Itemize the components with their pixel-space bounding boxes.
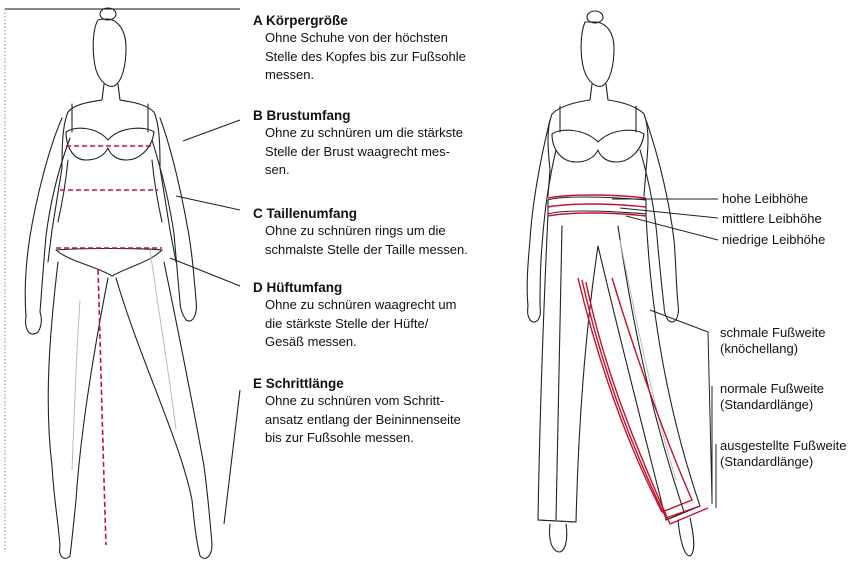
rise-label-high: hohe Leibhöhe	[722, 191, 808, 207]
measure-desc-line: Ohne zu schnüren waagrecht um	[265, 296, 503, 315]
leader-waist	[176, 196, 240, 210]
hem-label-line: (Standardlänge)	[720, 397, 824, 413]
measure-block-waist: C Taillenumfang Ohne zu schnüren rings u…	[253, 205, 503, 259]
hem-label-line: (knöchellang)	[720, 341, 825, 357]
measure-desc-line: Ohne zu schnüren rings um die	[265, 222, 503, 241]
measure-desc-line: messen.	[265, 66, 503, 85]
right-leader-lines	[612, 199, 718, 508]
leader-hip	[170, 258, 240, 286]
hem-label-narrow: schmale Fußweite (knöchellang)	[720, 325, 825, 357]
measure-title: D Hüftumfang	[253, 279, 503, 296]
measure-title: E Schrittlänge	[253, 375, 503, 392]
measure-title: B Brustumfang	[253, 107, 503, 124]
measure-desc-line: Ohne Schuhe von der höchsten	[265, 29, 503, 48]
left-figure-shading	[72, 250, 176, 470]
hem-label-normal: normale Fußweite (Standardlänge)	[720, 381, 824, 413]
hem-flared-line	[586, 282, 708, 524]
leader-lines	[170, 120, 240, 524]
measure-title: A Körpergröße	[253, 12, 503, 29]
measure-desc-line: Ohne zu schnüren um die stärkste	[265, 124, 503, 143]
measure-block-height: A Körpergröße Ohne Schuhe von der höchst…	[253, 12, 503, 85]
measure-desc-line: Stelle der Brust waagrecht mes-	[265, 143, 503, 162]
hem-label-line: normale Fußweite	[720, 381, 824, 397]
hem-label-line: (Standardlänge)	[720, 454, 846, 470]
measure-block-hip: D Hüftumfang Ohne zu schnüren waagrecht …	[253, 279, 503, 352]
leader-inseam	[224, 390, 240, 524]
rise-label-mid: mittlere Leibhöhe	[722, 211, 822, 227]
hem-label-line: schmale Fußweite	[720, 325, 825, 341]
measure-block-inseam: E Schrittlänge Ohne zu schnüren vom Schr…	[253, 375, 503, 448]
measure-desc-line: die stärkste Stelle der Hüfte/	[265, 315, 503, 334]
measure-desc-line: Gesäß messen.	[265, 333, 503, 352]
measure-desc-line: Stelle des Kopfes bis zur Fußsohle	[265, 48, 503, 67]
hem-label-flared: ausgestellte Fußweite (Standardlänge)	[720, 438, 846, 470]
rise-low-line	[548, 213, 646, 216]
right-figure-shading	[620, 240, 676, 480]
measure-desc-line: sen.	[265, 161, 503, 180]
hem-width-lines	[578, 278, 708, 524]
measure-desc-line: ansatz entlang der Beininnenseite	[265, 411, 503, 430]
measure-title: C Taillenumfang	[253, 205, 503, 222]
measure-desc-line: schmalste Stelle der Taille messen.	[265, 241, 503, 260]
leader-bust	[183, 120, 240, 141]
hem-normal-line	[582, 280, 700, 518]
rise-mid-line	[548, 204, 646, 207]
left-figure	[25, 8, 212, 558]
hem-label-line: ausgestellte Fußweite	[720, 438, 846, 454]
measure-desc-line: Ohne zu schnüren vom Schritt-	[265, 392, 503, 411]
measure-desc-line: bis zur Fußsohle messen.	[265, 429, 503, 448]
measure-block-bust: B Brustumfang Ohne zu schnüren um die st…	[253, 107, 503, 180]
rise-label-low: niedrige Leibhöhe	[722, 232, 825, 248]
